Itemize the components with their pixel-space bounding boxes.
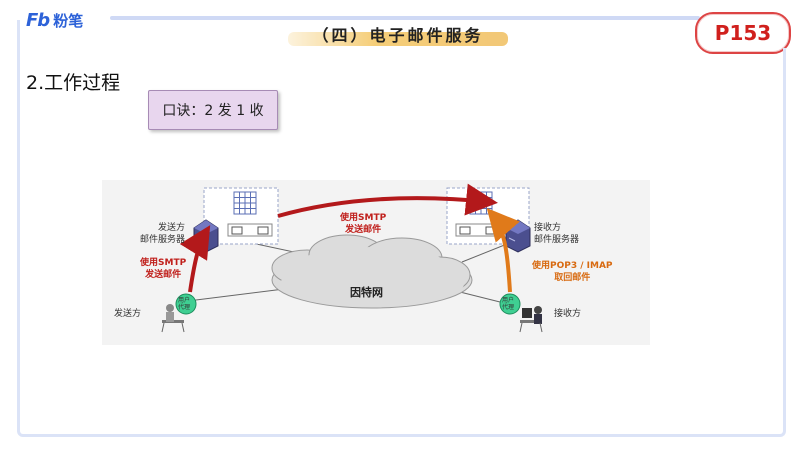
link-line [179,287,293,303]
internet-cloud-icon [271,234,473,309]
brand-name: 粉笔 [53,11,84,30]
brand-mark: Fb [26,9,50,31]
email-flow-diagram: 发送方 邮件服务器 接收方 邮件服务器 发送方 接收方 因特网 使用SMTP 发… [102,180,650,345]
sender-server-label: 发送方 邮件服务器 [140,223,186,245]
title-highlight [288,32,508,46]
receiver-label: 接收方 [554,309,582,319]
sender-user-agent-label: 用户 代理 [178,297,191,311]
smtp-relay-label: 使用SMTP 发送邮件 [340,213,387,235]
page-reference-badge: P153 [695,12,791,54]
receiver-user-agent-icon [499,293,521,315]
smtp-relay-arrow [277,183,498,218]
page-title: （四）电子邮件服务 [312,26,484,45]
receiver-user-agent-label: 用户 代理 [502,297,515,311]
mnemonic-box: 口诀：2 发 1 收 [148,90,278,130]
smtp-upload-label: 使用SMTP 发送邮件 [140,258,187,280]
internet-label: 因特网 [350,286,383,299]
pop3-imap-label: 使用POP3 / IMAP 取回邮件 [532,261,613,283]
page-title-block: （四）电子邮件服务 [288,22,508,50]
sender-user-agent-icon [175,293,197,315]
receiver-server-label: 接收方 邮件服务器 [534,223,580,245]
sender-person-icon [161,304,185,333]
pop3-imap-arrow [486,207,520,293]
header-divider [110,16,700,20]
brand-logo: Fb 粉笔 [26,8,83,32]
section-heading: 2.工作过程 [26,72,121,94]
receiver-person-icon [519,306,543,333]
diagram-graphics [161,183,543,333]
content-frame [17,48,786,437]
smtp-upload-arrow [179,225,211,293]
sender-label: 发送方 [114,309,142,319]
frame-edge [17,20,20,50]
